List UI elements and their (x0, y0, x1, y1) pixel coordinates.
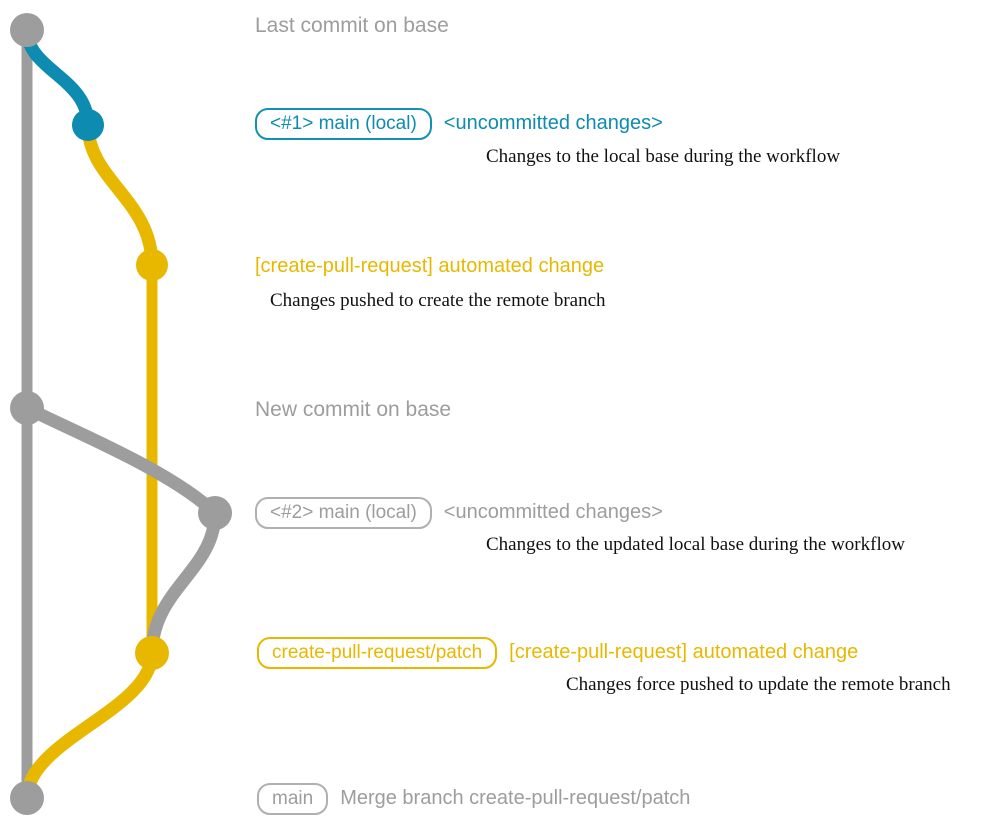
row-remote-automated-change-1: [create-pull-request] automated change (255, 255, 604, 277)
row-merge-commit-subject: Merge branch create-pull-request/patch (340, 787, 691, 809)
local-branch-edge-2 (20, 401, 222, 520)
row-last-commit-on-base-subject: Last commit on base (255, 14, 449, 37)
node-last-commit-on-base[interactable] (10, 13, 44, 47)
row-local-uncommitted-2-note: Changes to the updated local base during… (486, 534, 905, 555)
remote-branch-edge-1 (81, 118, 159, 272)
badge-main-local-1[interactable]: <#1> main (local) (255, 108, 432, 140)
row-new-commit-on-base-subject: New commit on base (255, 398, 452, 421)
merge-edge (20, 646, 159, 805)
badge-main-local-2[interactable]: <#2> main (local) (255, 497, 432, 529)
badge-main[interactable]: main (257, 783, 329, 815)
node-remote-commit-2[interactable] (135, 636, 169, 670)
row-local-uncommitted-1-note: Changes to the local base during the wor… (486, 146, 841, 167)
row-remote-automated-change-2: create-pull-request/patch [create-pull-r… (257, 637, 858, 669)
row-remote-automated-change-2-note: Changes force pushed to update the remot… (566, 674, 951, 695)
row-merge-commit: main Merge branch create-pull-request/pa… (257, 783, 690, 815)
node-merge-commit[interactable] (10, 781, 44, 815)
row-remote-automated-change-2-subject: [create-pull-request] automated change (509, 641, 859, 663)
local-to-remote-edge-2 (145, 506, 222, 660)
badge-create-pull-request-patch[interactable]: create-pull-request/patch (257, 637, 498, 669)
node-new-commit-on-base[interactable] (10, 391, 44, 425)
row-remote-automated-change-1-note: Changes pushed to create the remote bran… (270, 290, 606, 311)
row-local-uncommitted-1: <#1> main (local) <uncommitted changes> (255, 108, 663, 140)
row-local-uncommitted-2: <#2> main (local) <uncommitted changes> (255, 497, 663, 529)
node-local-commit-1[interactable] (72, 109, 104, 141)
row-remote-automated-change-1-subject: [create-pull-request] automated change (255, 255, 605, 277)
row-local-uncommitted-2-subject: <uncommitted changes> (443, 501, 663, 523)
node-remote-commit-1[interactable] (136, 249, 168, 281)
node-local-commit-2[interactable] (198, 496, 232, 530)
row-local-uncommitted-1-subject: <uncommitted changes> (443, 112, 663, 134)
